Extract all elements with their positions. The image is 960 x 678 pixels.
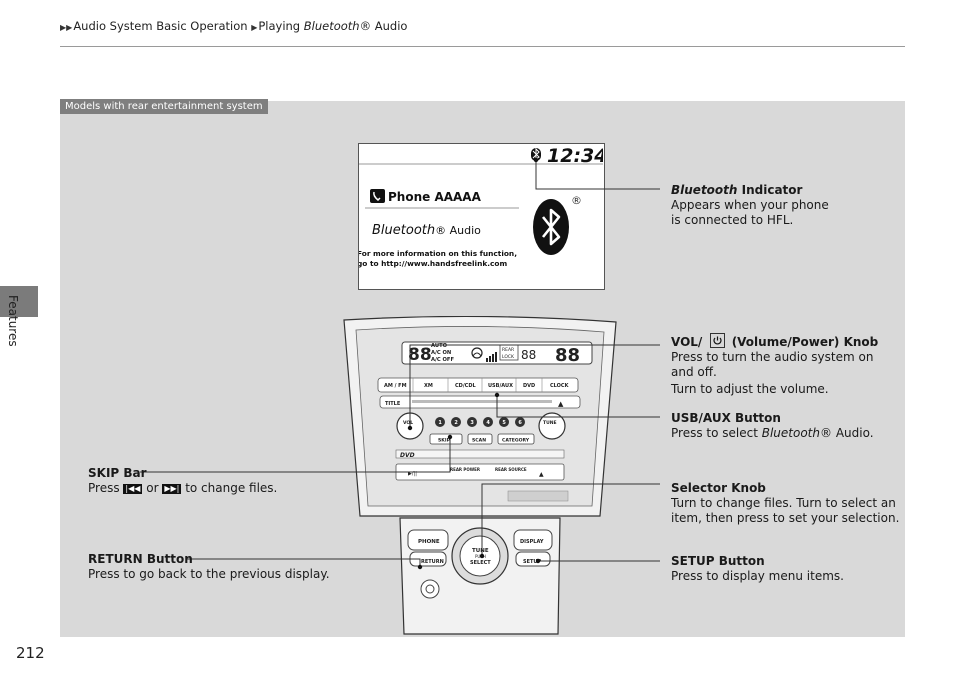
preset-button[interactable] [483, 417, 493, 427]
seg-display-right: 88 [555, 345, 580, 366]
power-icon [709, 333, 725, 348]
skip-bar[interactable] [429, 433, 463, 445]
selector-tune-label: TUNE [472, 548, 489, 554]
info-line-2: go to http://www.handsfreelink.com [359, 259, 508, 268]
breadcrumb-arrow-icon: ▶▶ [60, 23, 73, 32]
callout-setup-button: SETUP Button Press to display menu items… [671, 554, 844, 583]
dvd-logo: DVD [400, 452, 415, 459]
callout-skip-bar: SKIP Bar Press |◀◀ or ▶▶| to change file… [88, 466, 278, 495]
fan-icon [471, 347, 483, 359]
phone-button-label: PHONE [418, 539, 440, 545]
display-button[interactable] [513, 529, 553, 551]
seg-display-mid: 88 [521, 348, 536, 362]
clock-button[interactable]: CLOCK [550, 383, 570, 389]
bluetooth-logo-icon [533, 199, 569, 255]
header-rule [60, 46, 905, 47]
brand-logos [507, 490, 569, 502]
category-bar-label: CATEGORY [502, 438, 530, 444]
title-button[interactable]: TITLE [385, 401, 401, 407]
preset-label: 1 [438, 420, 442, 426]
vol-knob-label: VOL [403, 420, 413, 426]
skip-forward-icon: ▶▶| [162, 484, 182, 494]
breadcrumb-item-section[interactable]: Audio System Basic Operation [73, 19, 248, 33]
preset-button[interactable] [515, 417, 525, 427]
seg-display-left: 88 [408, 345, 432, 365]
dvd-button[interactable]: DVD [523, 383, 535, 389]
am-fm-button[interactable]: AM / FM [384, 383, 407, 389]
audio-display-screen: 12:34 Phone AAAAA Bluetooth® Audio For m… [357, 143, 607, 290]
rear-indicator: REAR [502, 347, 514, 353]
usb-aux-button[interactable]: USB/AUX [488, 383, 513, 389]
play-pause-icon[interactable]: ▶/|| [408, 471, 417, 477]
callout-bluetooth-indicator: Bluetooth Indicator Appears when your ph… [671, 183, 829, 227]
display-screen-art: 12:34 Phone AAAAA Bluetooth® Audio For m… [357, 145, 607, 268]
preset-label: 2 [454, 420, 458, 426]
breadcrumb: ▶▶Audio System Basic Operation ▶Playing … [60, 19, 407, 33]
breadcrumb-arrow-icon: ▶ [251, 23, 258, 32]
bluetooth-audio-label: Bluetooth® Audio [372, 223, 481, 238]
climate-ac-off: A/C OFF [431, 357, 454, 363]
xm-button[interactable]: XM [424, 383, 433, 389]
info-line-1: For more information on this function, [359, 249, 517, 258]
bluetooth-indicator-icon [531, 147, 541, 161]
preset-label: 5 [502, 420, 506, 426]
phone-icon [370, 189, 385, 203]
callout-selector-knob: Selector Knob Turn to change files. Turn… [671, 481, 900, 525]
breadcrumb-item-current[interactable]: Playing Bluetooth® Audio [258, 19, 408, 33]
callout-usb-aux: USB/AUX Button Press to select Bluetooth… [671, 411, 874, 440]
phone-name: Phone AAAAA [388, 190, 482, 204]
rear-eject-icon[interactable]: ▲ [539, 471, 544, 478]
preset-label: 3 [470, 420, 474, 426]
registered-mark: ® [571, 194, 582, 207]
preset-button[interactable] [435, 417, 445, 427]
display-button-label: DISPLAY [520, 539, 544, 545]
page-number: 212 [16, 644, 45, 662]
rear-source-button[interactable]: REAR SOURCE [495, 467, 527, 472]
eject-icon[interactable]: ▲ [558, 400, 564, 408]
setup-button-label: SETUP [523, 559, 541, 565]
scan-button[interactable] [467, 433, 493, 445]
clock-readout: 12:34 [547, 145, 603, 167]
model-tag: Models with rear entertainment system [60, 99, 268, 114]
climate-ac-on: A/C ON [431, 350, 451, 356]
selector-select-label: SELECT [470, 560, 491, 566]
rear-power-button[interactable]: REAR POWER [450, 467, 480, 472]
preset-button[interactable] [499, 417, 509, 427]
skip-back-icon: |◀◀ [123, 484, 143, 494]
preset-label: 6 [518, 420, 522, 426]
climate-auto: AUTO [431, 343, 448, 349]
signal-bars-icon [486, 352, 497, 362]
scan-button-label: SCAN [472, 438, 486, 444]
callout-return-button: RETURN Button Press to go back to the pr… [88, 552, 330, 581]
lock-indicator: LOCK [502, 354, 515, 360]
phone-button[interactable] [407, 529, 449, 551]
callout-vol-knob: VOL/ (Volume/Power) Knob Press to turn t… [671, 333, 879, 396]
preset-button[interactable] [467, 417, 477, 427]
cd-button[interactable]: CD/CDL [455, 383, 476, 389]
setup-button[interactable] [515, 551, 551, 567]
voice-icon [425, 584, 435, 594]
tune-knob[interactable] [538, 412, 566, 440]
preset-label: 4 [486, 420, 490, 426]
skip-bar-label: SKIP [438, 438, 451, 444]
talk-button[interactable] [420, 579, 440, 599]
preset-buttons: 1 2 3 4 5 6 [435, 417, 525, 427]
section-tab [0, 286, 38, 317]
preset-button[interactable] [451, 417, 461, 427]
category-bar[interactable] [497, 433, 535, 445]
tune-knob-label: TUNE [543, 420, 557, 426]
return-button-label: RETURN [421, 559, 444, 565]
